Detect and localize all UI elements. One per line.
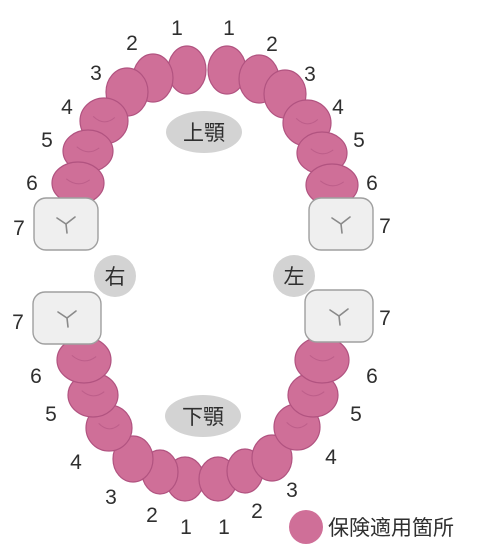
tooth-number-lower-left-5: 5	[350, 403, 362, 426]
tooth-number-upper-right-2: 2	[126, 32, 138, 55]
lower-jaw-label: 下顎	[165, 395, 241, 437]
tooth-number-lower-left-6: 6	[366, 365, 378, 388]
upper-jaw-label: 上顎	[166, 111, 242, 153]
tooth-number-lower-left-2: 2	[251, 500, 263, 523]
tooth-upper-right-1	[168, 46, 206, 94]
tooth-lower-left-7	[305, 290, 373, 342]
tooth-number-upper-left-2: 2	[266, 33, 278, 56]
tooth-number-lower-left-1: 1	[218, 516, 230, 539]
lower-jaw-label-text: 下顎	[182, 405, 224, 429]
tooth-number-lower-left-4: 4	[325, 446, 337, 469]
right-side-label: 右	[94, 255, 136, 297]
tooth-number-upper-right-6: 6	[26, 172, 38, 195]
tooth-number-upper-right-7: 7	[13, 217, 25, 240]
tooth-number-lower-right-1: 1	[180, 516, 192, 539]
tooth-number-upper-right-1: 1	[171, 17, 183, 40]
legend-swatch	[289, 510, 323, 544]
tooth-number-lower-left-3: 3	[286, 479, 298, 502]
left-side-label: 左	[273, 255, 315, 297]
left-side-label-text: 左	[284, 265, 305, 289]
right-side-label-text: 右	[105, 265, 126, 289]
tooth-number-upper-left-6: 6	[366, 172, 378, 195]
tooth-number-lower-right-3: 3	[105, 486, 117, 509]
tooth-number-upper-right-3: 3	[90, 62, 102, 85]
tooth-number-upper-left-5: 5	[353, 129, 365, 152]
tooth-number-upper-right-5: 5	[41, 129, 53, 152]
tooth-number-upper-left-7: 7	[379, 215, 391, 238]
tooth-upper-left-7	[309, 198, 373, 250]
tooth-number-upper-right-4: 4	[61, 96, 73, 119]
tooth-number-lower-right-7: 7	[12, 311, 24, 334]
tooth-upper-right-7	[34, 198, 98, 250]
legend: 保険適用箇所	[289, 510, 454, 544]
tooth-number-lower-right-6: 6	[30, 365, 42, 388]
tooth-number-lower-right-5: 5	[45, 403, 57, 426]
upper-jaw-label-text: 上顎	[183, 121, 225, 145]
tooth-number-lower-right-2: 2	[146, 504, 158, 527]
tooth-number-upper-left-3: 3	[304, 63, 316, 86]
tooth-number-lower-right-4: 4	[70, 451, 82, 474]
legend-label: 保険適用箇所	[328, 516, 454, 540]
tooth-lower-left-6	[295, 337, 349, 383]
tooth-number-upper-left-4: 4	[332, 96, 344, 119]
tooth-number-lower-left-7: 7	[379, 307, 391, 330]
tooth-number-upper-left-1: 1	[223, 17, 235, 40]
tooth-lower-right-7	[33, 292, 101, 344]
